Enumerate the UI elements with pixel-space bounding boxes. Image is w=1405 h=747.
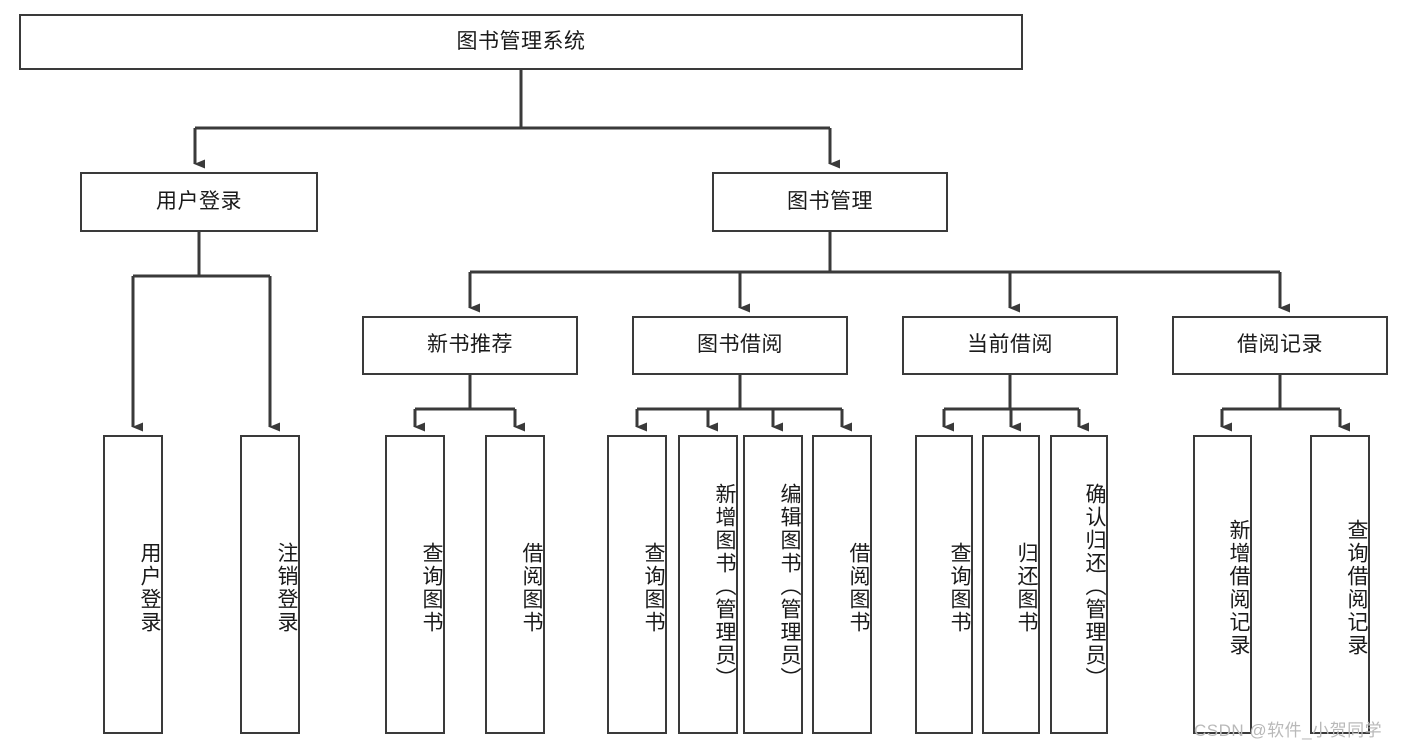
node-user-login-label: 用户登录 (156, 189, 242, 213)
leaf-query-borrow-record[interactable]: 查询借阅记录 (1310, 435, 1370, 734)
node-current-borrow-label: 当前借阅 (967, 333, 1053, 357)
node-book-borrow[interactable]: 图书借阅 (632, 316, 848, 375)
leaf-query-borrow-record-label: 查询借阅记录 (1345, 518, 1368, 657)
node-book-management[interactable]: 图书管理 (712, 172, 948, 232)
node-book-borrow-label: 图书借阅 (697, 333, 783, 357)
leaf-query-book-borrow[interactable]: 查询图书 (607, 435, 667, 734)
leaf-user-login[interactable]: 用户登录 (103, 435, 163, 734)
leaf-query-book-current-label: 查询图书 (948, 541, 971, 634)
leaf-edit-book-admin[interactable]: 编辑图书（管理员） (743, 435, 803, 734)
leaf-borrow-book-newbook-label: 借阅图书 (520, 541, 543, 634)
leaf-query-book-newbook-label: 查询图书 (420, 541, 443, 634)
leaf-return-book[interactable]: 归还图书 (982, 435, 1040, 734)
leaf-logout-login[interactable]: 注销登录 (240, 435, 300, 734)
leaf-query-book-borrow-label: 查询图书 (642, 541, 665, 634)
leaf-logout-login-label: 注销登录 (275, 541, 298, 634)
leaf-add-borrow-record-label: 新增借阅记录 (1227, 518, 1250, 657)
node-borrow-record[interactable]: 借阅记录 (1172, 316, 1388, 375)
node-new-book-recommend[interactable]: 新书推荐 (362, 316, 578, 375)
node-new-book-recommend-label: 新书推荐 (427, 333, 513, 357)
leaf-query-book-newbook[interactable]: 查询图书 (385, 435, 445, 734)
leaf-edit-book-admin-label: 编辑图书（管理员） (778, 483, 801, 690)
node-borrow-record-label: 借阅记录 (1237, 333, 1323, 357)
leaf-add-book-admin-label: 新增图书（管理员） (713, 483, 736, 690)
leaf-add-borrow-record[interactable]: 新增借阅记录 (1193, 435, 1252, 734)
leaf-confirm-return-admin-label: 确认归还（管理员） (1083, 483, 1106, 690)
leaf-user-login-label: 用户登录 (138, 541, 161, 634)
csdn-watermark: CSDN @软件_小贺同学 (1194, 721, 1383, 740)
node-root-label: 图书管理系统 (456, 29, 586, 53)
leaf-add-book-admin[interactable]: 新增图书（管理员） (678, 435, 738, 734)
node-book-management-label: 图书管理 (787, 189, 873, 213)
leaf-confirm-return-admin[interactable]: 确认归还（管理员） (1050, 435, 1108, 734)
node-root[interactable]: 图书管理系统 (19, 14, 1023, 70)
leaf-borrow-book[interactable]: 借阅图书 (812, 435, 872, 734)
leaf-return-book-label: 归还图书 (1015, 541, 1038, 634)
node-user-login[interactable]: 用户登录 (80, 172, 318, 232)
leaf-borrow-book-label: 借阅图书 (847, 541, 870, 634)
leaf-borrow-book-newbook[interactable]: 借阅图书 (485, 435, 545, 734)
leaf-query-book-current[interactable]: 查询图书 (915, 435, 973, 734)
node-current-borrow[interactable]: 当前借阅 (902, 316, 1118, 375)
